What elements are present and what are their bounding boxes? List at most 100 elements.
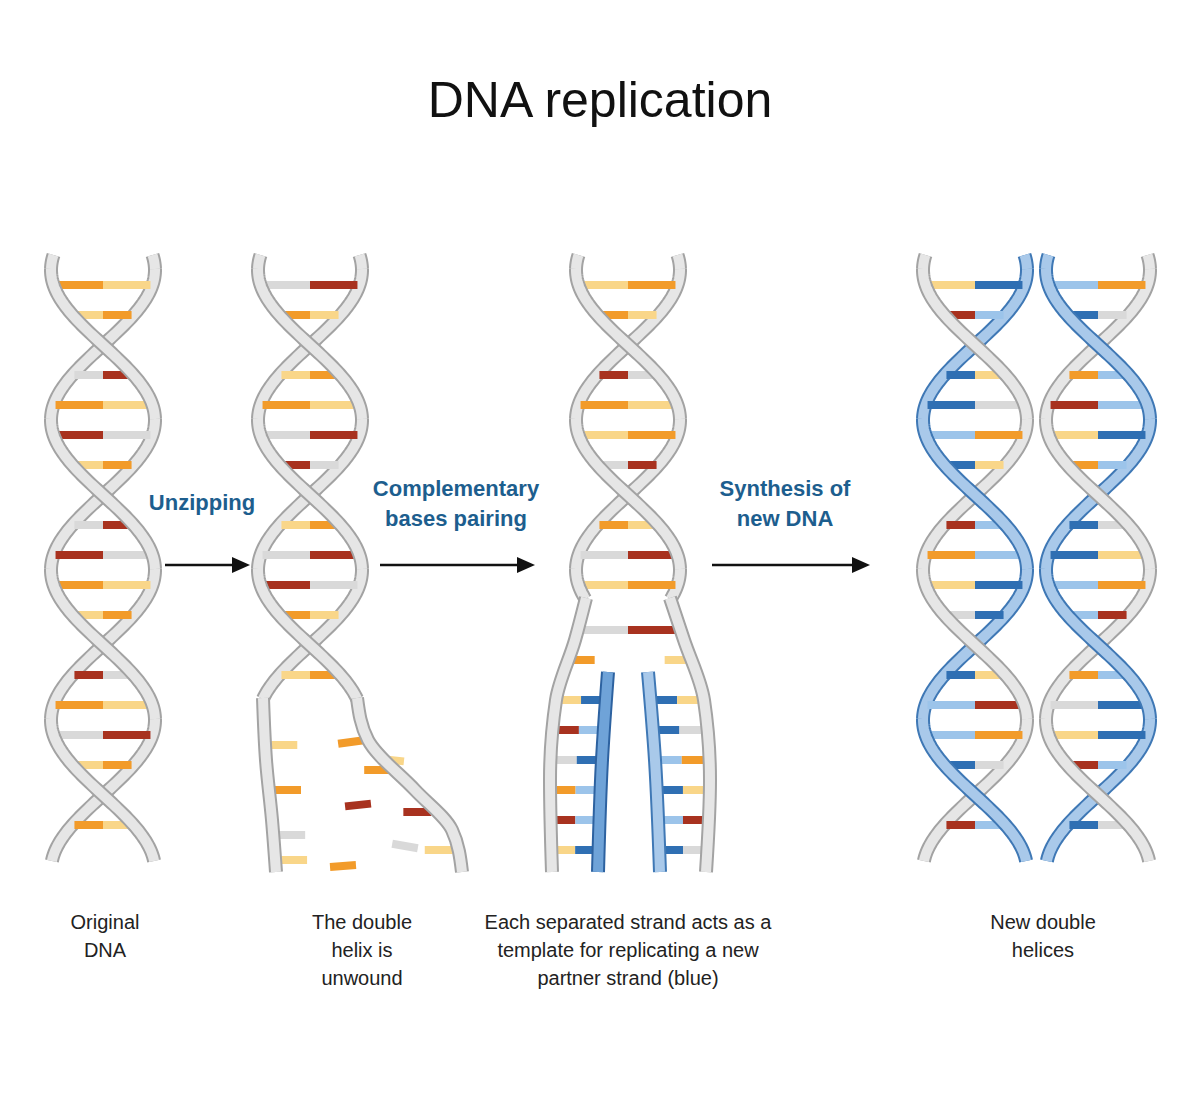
- base: [103, 761, 132, 769]
- strand-edge: [924, 719, 1027, 861]
- base: [56, 281, 103, 289]
- strand-backbone: [576, 269, 680, 419]
- base: [1098, 581, 1145, 589]
- base: [928, 401, 975, 409]
- strand-backbone: [576, 569, 585, 599]
- strand-backbone: [923, 569, 1027, 719]
- base: [946, 671, 975, 679]
- front-strands: [576, 255, 680, 599]
- title: DNA replication: [250, 70, 950, 130]
- unwound-strands: [263, 698, 462, 872]
- strand-backbone: [152, 255, 155, 269]
- base: [628, 551, 675, 559]
- strand-edge: [51, 419, 155, 569]
- strand-edge: [923, 419, 1027, 569]
- base: [103, 461, 132, 469]
- base: [628, 281, 675, 289]
- strand-edge: [152, 255, 155, 269]
- strand-edge: [258, 419, 362, 569]
- strand-backbone: [258, 419, 362, 569]
- step-label-box: Synthesis of new DNA: [705, 474, 865, 534]
- strand-edge: [1046, 719, 1149, 861]
- base: [103, 701, 150, 709]
- strand-backbone: [923, 269, 1027, 419]
- base: [946, 371, 975, 379]
- base: [74, 371, 103, 379]
- strand-edge: [52, 719, 155, 861]
- arrow-head: [517, 557, 535, 573]
- base: [56, 581, 103, 589]
- new-helix: [1046, 255, 1150, 861]
- strand-backbone: [576, 255, 579, 269]
- back-strands: [258, 255, 362, 699]
- base: [103, 311, 132, 319]
- front-strands: [923, 255, 1027, 861]
- replication-fork: [550, 598, 710, 872]
- base: [928, 431, 975, 439]
- strand-edge: [51, 719, 154, 861]
- strand-edge: [923, 255, 926, 269]
- base: [281, 521, 310, 529]
- base: [310, 461, 339, 469]
- base: [628, 431, 675, 439]
- strand-backbone: [51, 719, 154, 861]
- front-strands: [258, 255, 362, 699]
- base: [1069, 521, 1098, 529]
- strand-edge: [51, 269, 155, 419]
- base: [103, 281, 150, 289]
- base: [263, 551, 310, 559]
- base: [928, 701, 975, 709]
- base: [581, 581, 628, 589]
- base: [946, 521, 975, 529]
- base: [74, 521, 103, 529]
- base: [581, 431, 628, 439]
- step-label: Unzipping: [137, 488, 267, 518]
- base: [581, 551, 628, 559]
- strand-backbone: [258, 419, 362, 569]
- strand-edge: [1024, 255, 1027, 269]
- strand-backbone: [648, 672, 660, 872]
- strand-backbone: [923, 719, 1026, 861]
- caption-box: New double helices: [983, 908, 1103, 964]
- base: [1051, 431, 1098, 439]
- original-helix: [51, 255, 155, 861]
- base: [310, 551, 357, 559]
- strand-edge: [576, 419, 680, 569]
- strand-backbone: [258, 255, 261, 269]
- base: [1051, 551, 1098, 559]
- strand-backbone: [670, 598, 710, 872]
- unwinding-helix: [258, 255, 462, 872]
- back-strands: [923, 255, 1027, 861]
- base: [277, 831, 305, 839]
- strand-backbone: [923, 269, 1027, 419]
- strand-backbone: [1024, 255, 1027, 269]
- base: [1098, 311, 1127, 319]
- base: [599, 521, 628, 529]
- step-label: Complementary bases pairing: [351, 474, 561, 534]
- base: [56, 551, 103, 559]
- caption: The double helix is unwound: [306, 908, 418, 992]
- base: [975, 311, 1004, 319]
- strand-backbone: [1046, 419, 1150, 569]
- title-box: DNA replication: [250, 70, 950, 130]
- strand-edge: [923, 419, 1027, 569]
- base: [56, 701, 103, 709]
- base: [281, 371, 310, 379]
- strand-backbone: [51, 255, 54, 269]
- strand-backbone: [1046, 719, 1149, 861]
- base: [1069, 371, 1098, 379]
- base: [1098, 701, 1145, 709]
- fork-helix: [550, 255, 710, 872]
- loose-base: [392, 840, 419, 852]
- base: [263, 281, 310, 289]
- strand-backbone: [51, 419, 155, 569]
- base: [74, 821, 103, 829]
- arrow-shaft: [712, 564, 856, 567]
- step-label: Synthesis of new DNA: [705, 474, 865, 534]
- strand-backbone: [677, 255, 680, 269]
- caption: New double helices: [983, 908, 1103, 964]
- base: [975, 611, 1004, 619]
- strand-backbone: [1046, 569, 1150, 719]
- strand-backbone: [923, 419, 1027, 569]
